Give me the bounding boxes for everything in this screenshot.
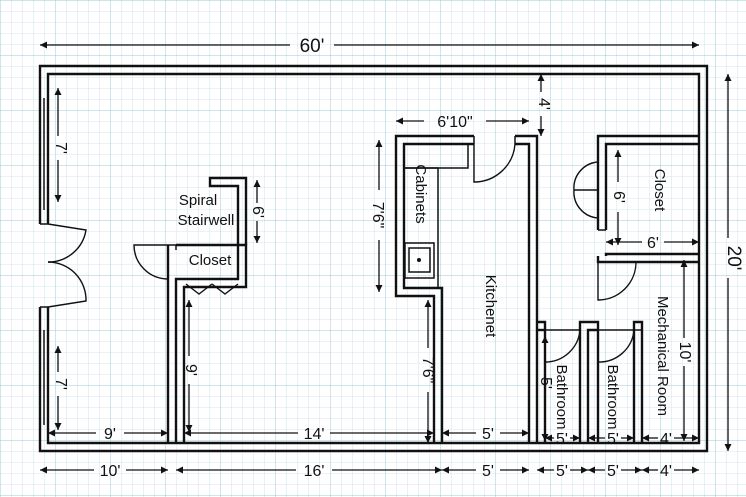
dim-outer-bottom-6: 4' [660,463,672,480]
closet-right-double-door [573,161,599,219]
dim-arrow-left-lower [54,346,62,430]
dim-outer-bottom-5: 5' [607,463,619,480]
dim-arrow-overall-depth [724,74,732,451]
dim-arrow-closet-width [606,238,699,246]
dim-outer-bottom-4: 5' [556,463,568,480]
entry-double-door [47,223,87,308]
dim-bath-height: 5' [537,377,554,389]
dim-arrow-outer-3 [442,466,529,474]
room-label-bathroom-2: Bathroom [604,364,621,429]
dim-arrow-inner-2 [184,429,434,437]
dim-outer-bottom-1: 10' [100,463,121,480]
dim-arrow-inner-3 [442,429,529,437]
dim-overall-depth: 20' [723,246,744,271]
closet-right-walls [596,134,699,264]
dim-arrow-outer-4 [537,466,588,474]
dim-inner-bottom-6: 4' [660,431,672,448]
dim-arrow-outer-1 [40,466,168,474]
closet-bifold-door [185,283,239,295]
dim-arrow-outer-6 [642,466,699,474]
dim-closet-right-height: 6' [610,191,627,203]
room-label-spiral: Spiral [179,192,217,209]
dim-inner-bottom-5: 5' [607,431,619,448]
dim-arrow-inner-6 [642,434,699,442]
dim-arrow-inner-4 [545,434,580,442]
mechanical-door [597,261,637,301]
dim-arrow-cabinet-height [375,140,383,292]
dim-mech-height: 10' [676,342,693,363]
room-label-closet-right: Closet [651,169,668,212]
dim-kitchen-lower: 7'6" [419,357,436,384]
dim-arrow-closet-height [614,150,622,245]
dim-arrow-outer-5 [588,466,642,474]
dim-arrow-kitchen-top [537,74,545,136]
dim-arrow-inner-5 [588,434,634,442]
dim-arrow-left-upper [54,88,62,202]
room-label-cabinets: Cabinets [412,164,429,223]
kitchen-door [473,143,516,183]
dim-kitchen-top-gap: 4' [535,98,552,110]
dim-inner-bottom-2: 14' [304,426,325,443]
dim-outer-bottom-3: 5' [482,463,494,480]
dim-stair-lower: 9' [182,364,199,376]
dim-stair-height: 6' [249,206,266,218]
room-label-closet-left: Closet [189,252,232,269]
dim-inner-bottom-3: 5' [482,426,494,443]
room-label-bathroom-1: Bathroom [553,364,570,429]
dim-closet-right-width: 6' [647,235,659,252]
sink-icon [404,242,435,279]
dim-arrow-kitchen-width [396,117,529,125]
dim-inner-bottom-4: 5' [556,431,568,448]
dimension-lines [40,41,732,474]
room-label-stairwell: Stairwell [178,212,235,229]
cabinet-run [403,167,439,289]
bathroom-doors [544,329,635,363]
dim-kitchen-width: 6'10" [437,114,472,131]
stairwell-door [133,244,169,280]
dim-left-door-lower: 7' [52,378,69,390]
dim-overall-width: 60' [300,36,325,57]
dim-arrow-outer-2 [176,466,442,474]
dim-arrow-stair-height [253,180,261,243]
dim-left-door-upper: 7' [52,142,69,154]
outer-walls [38,64,709,453]
dim-arrow-inner-1 [48,429,168,437]
dim-inner-bottom-1: 9' [104,426,116,443]
dim-cabinet-height: 7'6" [369,202,386,229]
room-label-kitchenet: Kitchenet [482,275,499,338]
dim-arrow-stair-lower [185,300,193,432]
dim-outer-bottom-2: 16' [304,463,325,480]
dim-arrow-overall-width [40,41,699,49]
room-label-mechanical: Mechanical Room [654,296,671,416]
stairwell-walls [166,176,248,443]
